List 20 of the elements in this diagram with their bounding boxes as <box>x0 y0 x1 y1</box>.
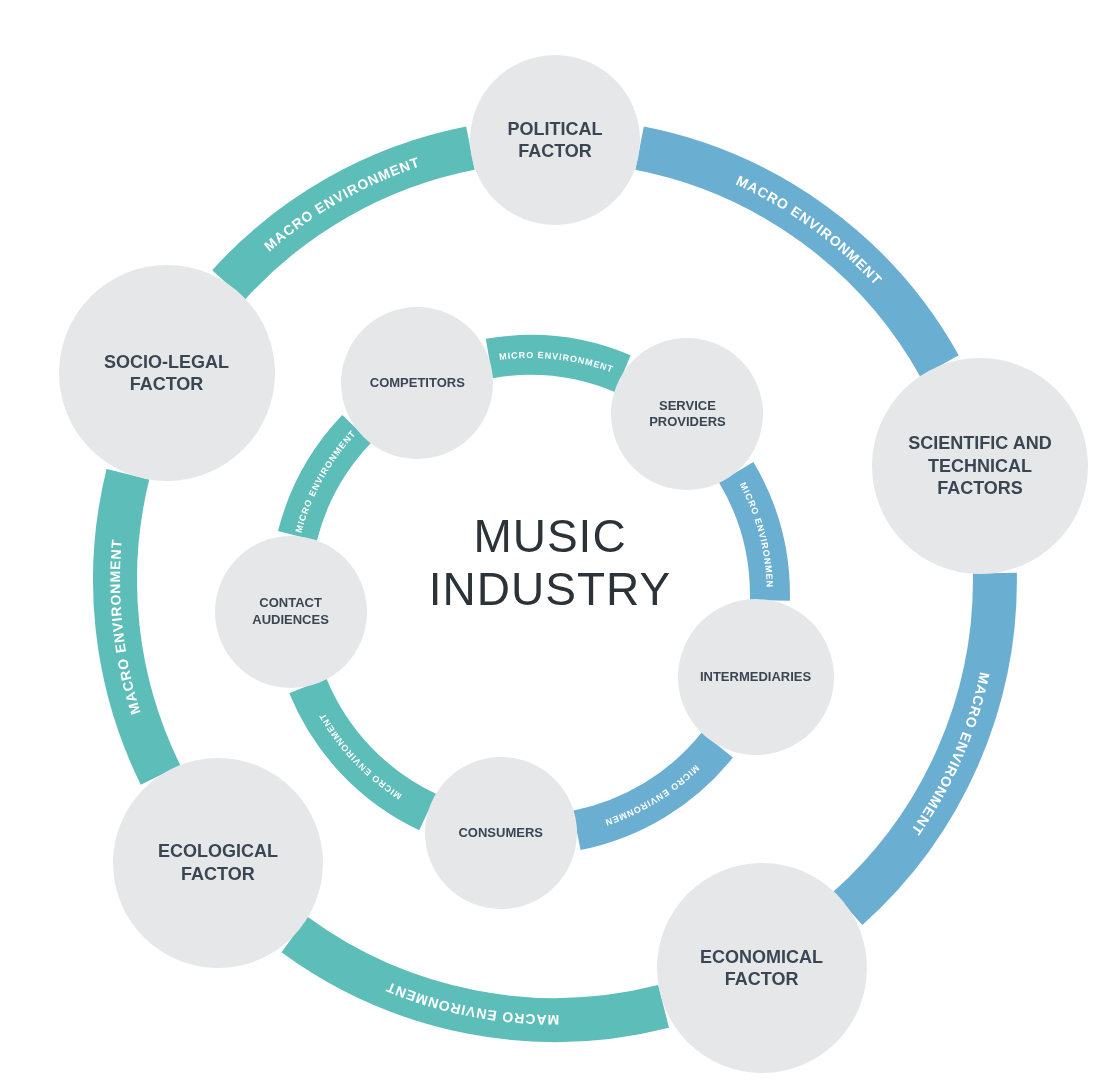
connector-band <box>634 126 959 378</box>
node-label: SOCIO-LEGAL FACTOR <box>103 350 230 396</box>
node-label: POLITICAL FACTOR <box>506 117 604 163</box>
connector-band <box>289 677 438 830</box>
connector-band <box>282 916 668 1042</box>
connector-band <box>278 416 372 543</box>
node-label: SCIENTIFIC AND TECHNICAL FACTORS <box>907 432 1053 500</box>
node-label: ECONOMICAL FACTOR <box>699 946 825 991</box>
node-label: COMPETITORS <box>368 374 466 392</box>
connector-band <box>718 462 790 602</box>
node-label: CONTACT AUDIENCES <box>251 595 330 628</box>
connector-band <box>832 572 1017 924</box>
node-label: SERVICE PROVIDERS <box>648 397 727 431</box>
node-label: CONSUMERS <box>457 825 544 842</box>
node-label: INTERMEDIARIES <box>698 668 813 686</box>
node-label: ECOLOGICAL FACTOR <box>156 840 279 886</box>
connector-band <box>486 335 630 393</box>
connector-band <box>213 126 476 301</box>
title-text: MUSIC INDUSTRY <box>427 510 673 616</box>
connector-band <box>93 470 181 784</box>
